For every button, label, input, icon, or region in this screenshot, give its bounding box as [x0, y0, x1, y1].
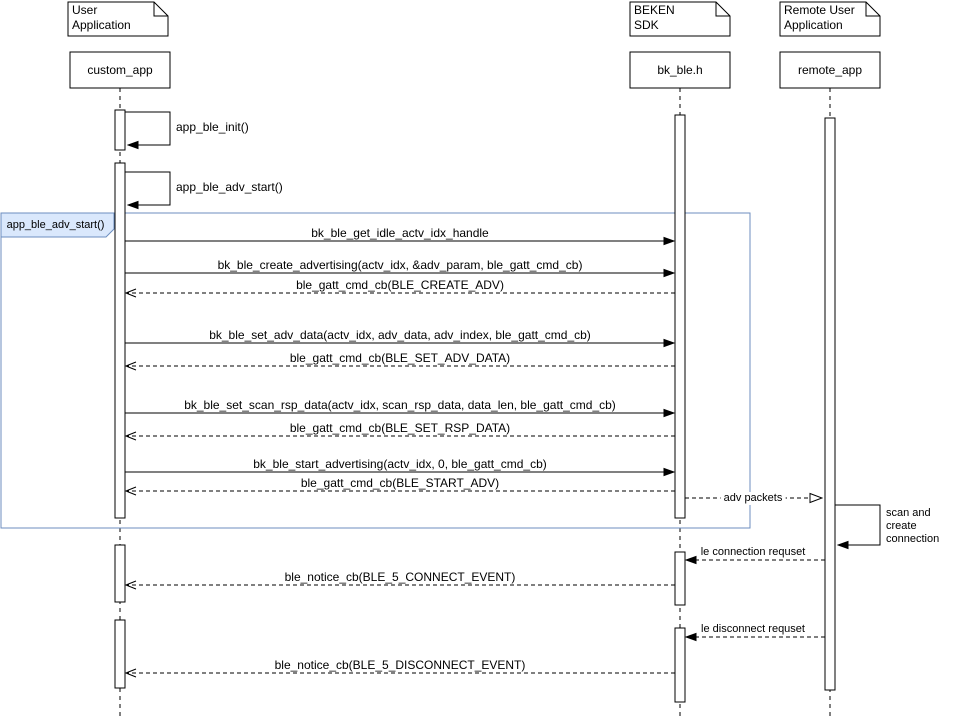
- note-fold-icon: [865, 2, 880, 17]
- note-label-beken-sdk: BEKEN SDK: [634, 3, 675, 32]
- participant-name-remote-app: remote_app: [797, 63, 863, 77]
- activation-bar-custom-init: [114, 109, 126, 151]
- message-label-cb-set-rsp-data: ble_gatt_cmd_cb(BLE_SET_RSP_DATA): [289, 421, 511, 435]
- message-label-cb-set-adv-data: ble_gatt_cmd_cb(BLE_SET_ADV_DATA): [289, 351, 511, 365]
- message-label-cb-create-adv: ble_gatt_cmd_cb(BLE_CREATE_ADV): [296, 278, 504, 292]
- note-fold-icon: [153, 2, 168, 17]
- fragment-label: app_ble_adv_start(): [6, 219, 105, 231]
- note-label-remote-user-application: Remote User Application: [784, 3, 855, 32]
- self-arrow-app-ble-adv-start: [125, 171, 171, 205]
- participant-box-custom-app: [69, 51, 171, 89]
- activation-bar-sdk-main: [674, 114, 686, 519]
- activation-bar-custom-adv: [114, 162, 126, 519]
- message-label-cb-start-adv: ble_gatt_cmd_cb(BLE_START_ADV): [300, 476, 500, 490]
- message-label-connect-event: ble_notice_cb(BLE_5_CONNECT_EVENT): [284, 570, 516, 584]
- message-label-disconnect-event: ble_notice_cb(BLE_5_DISCONNECT_EVENT): [274, 658, 526, 672]
- activation-bar-sdk-disconnect: [674, 627, 686, 703]
- message-label-adv-packets: adv packets: [720, 492, 786, 505]
- self-arrow-app-ble-init: [125, 111, 171, 145]
- note-shape-user-application: [67, 1, 169, 37]
- participant-name-custom-app: custom_app: [87, 63, 153, 77]
- message-label-set-scan-rsp-data: bk_ble_set_scan_rsp_data(actv_idx, scan_…: [184, 398, 616, 412]
- self-message-label-scan-create-connection: scan and create connection: [886, 507, 940, 545]
- message-label-get-idle-actv-idx: bk_ble_get_idle_actv_idx_handle: [311, 226, 489, 240]
- activation-bar-custom-disconnect: [114, 619, 126, 689]
- fragment-label-shape: [0, 212, 115, 238]
- activation-bar-custom-connect: [114, 544, 126, 603]
- note-label-user-application: User Application: [72, 3, 131, 32]
- activation-bar-sdk-connect: [674, 551, 686, 606]
- message-label-set-adv-data: bk_ble_set_adv_data(actv_idx, adv_data, …: [209, 328, 591, 342]
- participant-box-remote-app: [779, 51, 881, 89]
- message-label-create-advertising: bk_ble_create_advertising(actv_idx, &adv…: [217, 258, 583, 272]
- note-fold-icon: [715, 2, 730, 17]
- self-message-label-app-ble-adv-start: app_ble_adv_start(): [176, 180, 283, 194]
- self-message-label-app-ble-init: app_ble_init(): [176, 120, 249, 134]
- participant-box-bk-ble-h: [629, 51, 731, 89]
- message-label-start-advertising: bk_ble_start_advertising(actv_idx, 0, bl…: [253, 457, 547, 471]
- message-label-le-disconnect-request: le disconnect requset: [701, 623, 805, 635]
- participant-name-bk-ble-h: bk_ble.h: [657, 63, 703, 77]
- self-arrow-scan-create-connection: [835, 504, 881, 545]
- note-shape-beken-sdk: [629, 1, 731, 37]
- message-label-le-connection-request: le connection requset: [700, 546, 806, 558]
- activation-bar-remote: [824, 117, 836, 691]
- fragment-frame: [0, 212, 751, 529]
- note-shape-remote-user-application: [779, 1, 881, 37]
